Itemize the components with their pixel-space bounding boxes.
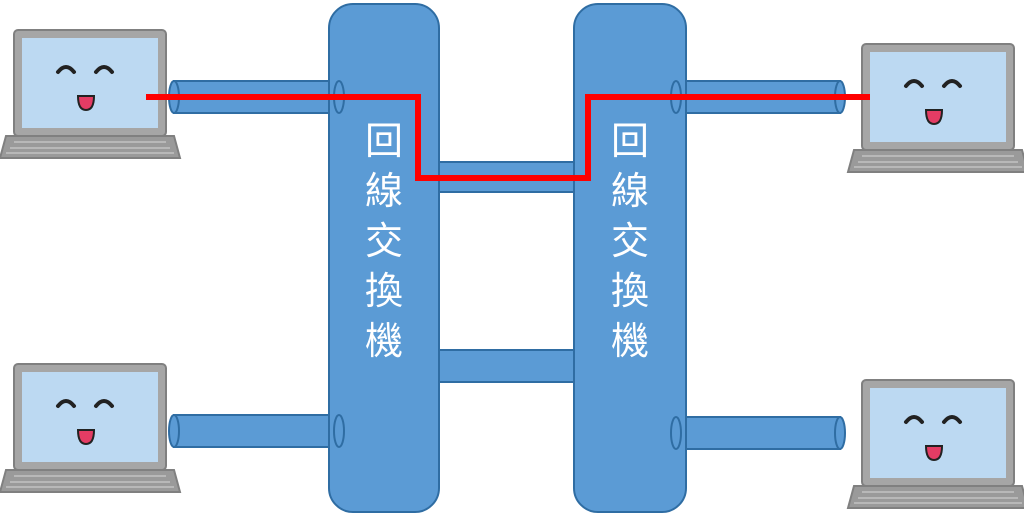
circuit-path	[146, 94, 870, 181]
switch-left-label-char: 線	[364, 169, 403, 213]
switch-left-label-char: 機	[364, 319, 403, 363]
laptop-icon-bottom-left	[0, 362, 182, 494]
access-line-bottom-left	[168, 414, 345, 448]
access-line-bottom-right	[671, 416, 846, 450]
laptop-icon-bottom-right	[846, 378, 1024, 510]
switch-right-label-char: 機	[610, 319, 649, 363]
switch-left-label: 回 線 交 換 機	[344, 116, 424, 366]
switch-right	[573, 3, 687, 513]
switch-left-label-char: 交	[364, 219, 403, 263]
switch-left	[328, 3, 440, 513]
switch-right-label: 回 線 交 換 機	[590, 116, 670, 366]
switch-left-label-char: 回	[364, 119, 403, 163]
laptop-icon-top-right	[846, 42, 1024, 174]
switch-right-label-char: 換	[610, 269, 649, 313]
switch-left-label-char: 換	[364, 269, 403, 313]
switch-right-label-char: 交	[610, 219, 649, 263]
switch-right-label-char: 回	[610, 119, 649, 163]
trunk-line-lower	[416, 349, 592, 383]
switch-right-label-char: 線	[610, 169, 649, 213]
